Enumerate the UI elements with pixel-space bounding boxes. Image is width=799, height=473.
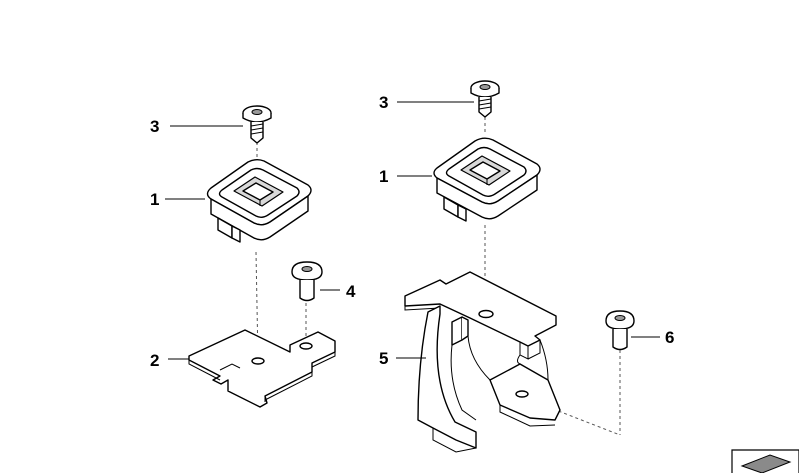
- right-holder: [433, 137, 541, 222]
- right-screw: [470, 80, 500, 118]
- callout-left-bolt: 4: [346, 282, 356, 301]
- left-plate: [188, 329, 336, 408]
- callout-right-holder: 1: [379, 167, 388, 186]
- right-base-axis-line: [524, 397, 621, 436]
- callout-right-bracket: 5: [379, 349, 388, 368]
- callout-right-bolt: 6: [665, 328, 674, 347]
- callout-left-holder: 1: [150, 190, 159, 209]
- left-holder: [206, 159, 312, 243]
- callout-left-plate: 2: [150, 351, 159, 370]
- left-screw: [242, 105, 272, 144]
- corner-symbol: [731, 449, 799, 473]
- callout-left-screw: 3: [150, 117, 159, 136]
- left-bolt: [291, 261, 323, 302]
- right-bolt: [605, 310, 635, 351]
- right-bracket: [404, 271, 561, 453]
- callout-right-screw: 3: [379, 93, 388, 112]
